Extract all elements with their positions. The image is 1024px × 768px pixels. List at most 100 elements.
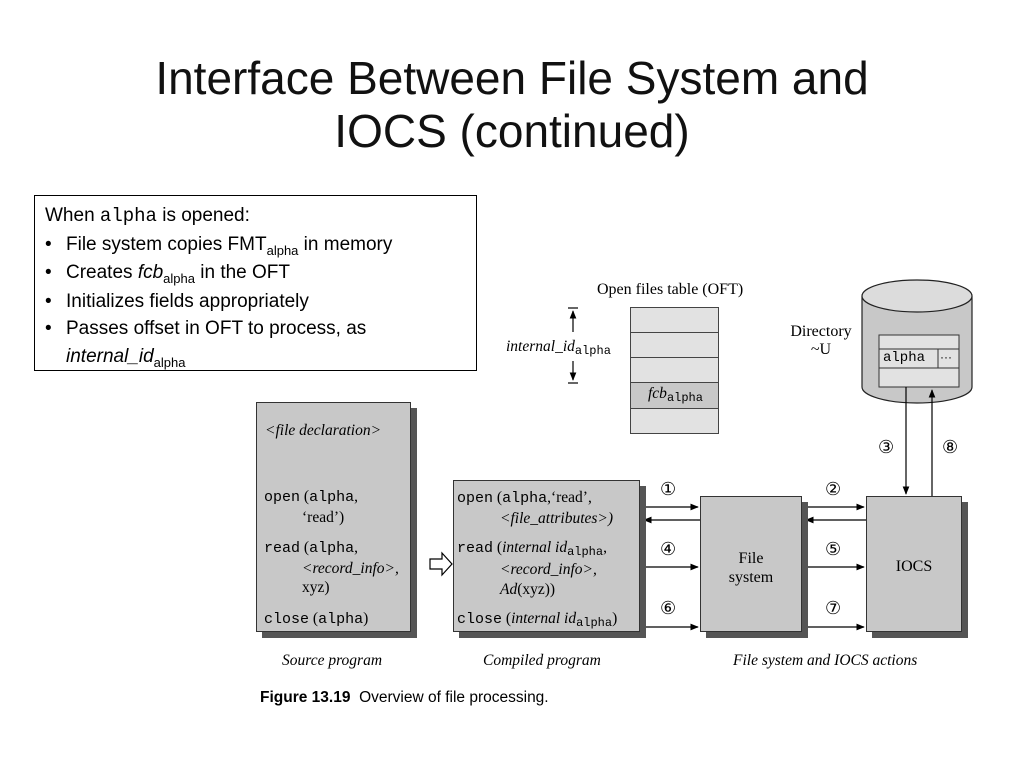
internal-id-text: internal_id	[506, 338, 575, 355]
figure-caption: Figure 13.19 Overview of file processing…	[260, 689, 549, 707]
actions-caption: File system and IOCS actions	[733, 652, 918, 669]
compiled-open-line1: open (alpha,‘read’,	[457, 489, 592, 507]
directory-label-line2: ~U	[810, 341, 832, 358]
paren: (	[309, 610, 319, 627]
internal-id-text: internal id	[511, 610, 577, 627]
paren: )	[612, 610, 618, 627]
figure-caption-label: Figure 13.19	[260, 689, 351, 706]
intro-code: alpha	[99, 205, 157, 227]
file-system-label-line2: system	[728, 569, 774, 586]
bullet-glyph: •	[45, 318, 52, 339]
intro-pre: When	[45, 205, 100, 226]
internal-id-sub: alpha	[574, 344, 611, 358]
directory-entry-ellipsis: ···	[940, 350, 952, 364]
directory-label: Directory ~U	[786, 323, 856, 359]
oft-row	[630, 307, 719, 333]
source-close-line: close (alpha)	[264, 610, 368, 628]
comma: ,	[603, 539, 607, 556]
step-7: ⑦	[825, 598, 842, 619]
kw-open: open	[457, 490, 494, 507]
source-program-caption: Source program	[282, 652, 383, 669]
arg-alpha: alpha	[309, 489, 355, 506]
bullet-4-italic: internal_id	[66, 345, 154, 367]
notes-bullet-1: •File system copies FMTalpha in memory	[45, 231, 466, 260]
step-4: ④	[660, 539, 677, 560]
source-read-line3: xyz)	[302, 579, 330, 596]
compiled-read-line3: Ad(xyz))	[500, 581, 555, 599]
step-6: ⑥	[660, 598, 677, 619]
intro-post: is opened:	[156, 205, 250, 226]
compiled-close-line: close (internal idalpha)	[457, 610, 618, 630]
compiled-open-line2: <file_attributes>)	[500, 510, 614, 527]
source-program-box	[256, 402, 411, 632]
bullet-2-post: in the OFT	[194, 262, 291, 283]
kw-close: close	[457, 611, 503, 628]
paren: (	[300, 539, 310, 556]
arg-alpha: alpha	[318, 611, 364, 628]
step-2: ②	[825, 479, 842, 500]
comma: ,	[354, 539, 358, 556]
compiled-program-box	[453, 480, 640, 632]
step-1: ①	[660, 479, 677, 500]
bullet-1-text: File system copies FMT	[66, 233, 267, 255]
fcb-text: fcb	[648, 385, 667, 402]
bullet-glyph: •	[45, 290, 52, 312]
step-3: ③	[878, 437, 895, 458]
notes-box: When alpha is opened: • File system copie…	[34, 195, 477, 371]
notes-bullet-2: • Creates fcbalpha in the OFT	[45, 259, 466, 288]
bullet-4-text: Passes offset in OFT to process, as	[66, 318, 367, 339]
bullet-2-sub: alpha	[163, 271, 195, 286]
paren: )	[363, 610, 369, 627]
source-read-line1: read (alpha,	[264, 539, 358, 557]
compiled-program-caption: Compiled program	[483, 652, 601, 669]
kw-read: read	[264, 540, 301, 557]
oft-label: Open files table (OFT)	[597, 281, 744, 298]
compiled-read-line1: read (internal idalpha,	[457, 539, 607, 559]
kw-read: read	[457, 540, 494, 557]
oft-row	[630, 332, 719, 358]
bullet-glyph: •	[45, 262, 52, 283]
bullet-4-sub: alpha	[153, 354, 186, 370]
bullet-1-sub: alpha	[266, 242, 299, 258]
notes-bullet-4-cont: internal_idalpha	[45, 343, 466, 372]
paren: (	[493, 539, 503, 556]
fcb-sub: alpha	[666, 391, 703, 405]
bullet-2-pre: Creates	[66, 262, 138, 283]
translate-arrow	[429, 551, 453, 577]
step-5: ⑤	[825, 539, 842, 560]
iocs-label: IOCS	[895, 558, 933, 575]
source-open-line2: ‘read’)	[302, 509, 345, 526]
oft-internal-id-label: internal_idalpha	[506, 338, 611, 358]
paren: (	[493, 489, 503, 506]
oft-row	[630, 408, 719, 434]
source-read-line2: <record_info>,	[302, 560, 399, 577]
file-system-box	[700, 496, 802, 632]
bullet-2-italic: fcb	[137, 262, 164, 283]
iocs-box	[866, 496, 962, 632]
file-system-label: File system	[700, 549, 802, 587]
notes-bullet-3: • Initializes fields appropriately	[45, 288, 466, 316]
ad-text: Ad	[500, 581, 518, 598]
source-decl: <file declaration>	[265, 422, 382, 439]
paren: (	[300, 488, 310, 505]
file-system-label-line1: File	[738, 550, 764, 567]
args-rest: ,‘read’,	[547, 489, 592, 506]
comma: ,	[354, 488, 358, 505]
ad-args: (xyz))	[517, 581, 556, 598]
bullet-glyph: •	[45, 233, 52, 255]
bullet-3-text: Initializes fields appropriately	[66, 290, 309, 312]
arg-alpha: alpha	[309, 540, 355, 557]
slide-title: Interface Between File System and IOCS (…	[0, 52, 1024, 158]
figure-caption-text: Overview of file processing.	[359, 689, 549, 706]
compiled-read-line2: <record_info>,	[500, 561, 597, 578]
kw-close: close	[264, 611, 310, 628]
notes-intro: When alpha is opened:	[45, 202, 466, 231]
title-line-1: Interface Between File System and	[155, 52, 869, 104]
directory-table	[878, 334, 960, 388]
directory-entry-name: alpha	[883, 350, 926, 366]
step-8: ⑧	[942, 437, 959, 458]
directory-label-line1: Directory	[790, 323, 852, 340]
title-line-2: IOCS (continued)	[334, 105, 690, 157]
arg-alpha: alpha	[502, 490, 548, 507]
